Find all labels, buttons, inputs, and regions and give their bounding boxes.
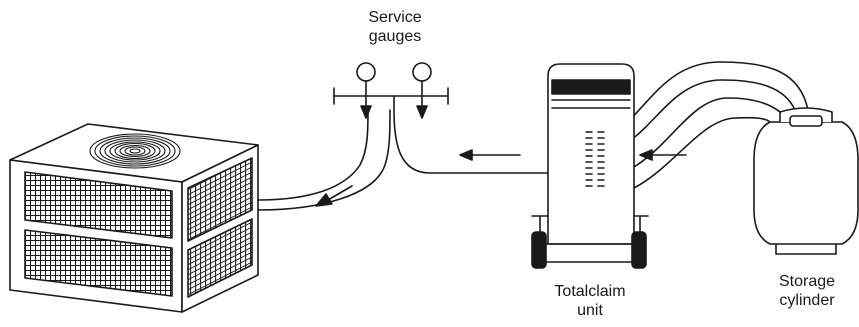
label-totalclaim-unit-line2: unit bbox=[577, 302, 603, 319]
cylinder-valve-icon bbox=[789, 115, 823, 127]
front-grille-upper bbox=[24, 171, 173, 239]
vent-slots-icon bbox=[585, 131, 605, 187]
low-pressure-gauge-icon bbox=[356, 62, 376, 82]
side-grille-upper bbox=[187, 157, 253, 242]
totalclaim-cabinet bbox=[547, 63, 635, 245]
totalclaim-handle bbox=[551, 79, 631, 95]
hose-outer bbox=[257, 109, 369, 201]
label-service-gauges: Service gauges bbox=[345, 8, 445, 46]
service-hoses bbox=[257, 109, 549, 211]
front-grille-lower bbox=[24, 229, 173, 297]
hose-inner bbox=[257, 109, 391, 211]
label-storage-cylinder: Storage cylinder bbox=[762, 272, 852, 310]
hose-to-right-gauge bbox=[393, 109, 549, 174]
fan-grille-icon bbox=[89, 133, 181, 169]
cylinder-body bbox=[753, 121, 859, 245]
service-gauges bbox=[333, 62, 449, 119]
arrow-left-icon bbox=[459, 149, 521, 161]
flow-arrows bbox=[315, 149, 687, 207]
label-service-gauges-line2: gauges bbox=[368, 28, 422, 45]
label-storage-cylinder-line1: Storage bbox=[778, 273, 836, 290]
storage-cylinder bbox=[753, 107, 859, 255]
side-grille-lower bbox=[187, 218, 253, 298]
arrow-left-icon bbox=[639, 149, 687, 161]
cart-wheel-icon bbox=[531, 231, 647, 269]
totalclaim-unit bbox=[531, 63, 649, 269]
condensing-unit bbox=[9, 123, 259, 313]
high-pressure-gauge-icon bbox=[412, 62, 432, 82]
arrow-down-left-icon bbox=[315, 185, 353, 207]
label-service-gauges-line1: Service bbox=[368, 9, 422, 26]
label-totalclaim-unit-line1: Totalclaim bbox=[554, 283, 626, 300]
label-storage-cylinder-line2: cylinder bbox=[779, 292, 835, 309]
label-totalclaim-unit: Totalclaim unit bbox=[530, 282, 650, 320]
